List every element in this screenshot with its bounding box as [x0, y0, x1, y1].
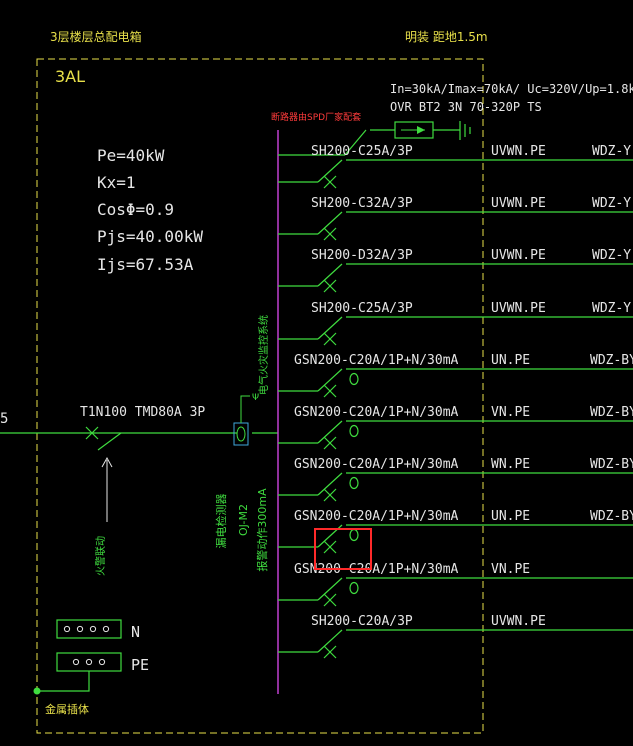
breaker-label: SH200-D32A/3P	[311, 248, 413, 263]
phase-label: VN.PE	[491, 405, 530, 420]
breaker-icon	[323, 645, 337, 659]
ct-signal-line	[240, 395, 250, 423]
breaker-label: GSN200-C20A/1P+N/30mA	[294, 562, 459, 577]
cable-label: WDZ-Y	[592, 248, 631, 263]
breaker-icon	[323, 279, 337, 293]
load-parameters: Pe=40kW Kx=1 CosΦ=0.9 Pjs=40.00kW Ijs=67…	[97, 146, 203, 274]
breaker-label: GSN200-C20A/1P+N/30mA	[294, 509, 459, 524]
selection-highlight[interactable]	[314, 528, 372, 570]
cable-label: WDZ-BY	[590, 405, 633, 420]
circuit-row: SH200-C25A/3P UVWN.PE WDZ-Y	[278, 144, 633, 189]
phase-label: UN.PE	[491, 509, 530, 524]
pe-terminal-label: PE	[131, 656, 149, 674]
n-terminal-label: N	[131, 623, 140, 641]
rcbo-breaker-icon	[323, 528, 359, 554]
param-kx: Kx=1	[97, 173, 136, 192]
monitor-model: OJ-M2	[237, 504, 250, 536]
circuit-row: SH200-C32A/3P UVWN.PE WDZ-Y	[278, 196, 633, 241]
param-pe: Pe=40kW	[97, 146, 165, 165]
phase-label: UVWN.PE	[491, 196, 546, 211]
feeder-number: 5	[0, 411, 8, 427]
phase-label: UN.PE	[491, 353, 530, 368]
metal-enclosure-label: 金属插体	[45, 702, 89, 716]
panel-name: 3层楼层总配电箱	[50, 29, 142, 44]
outgoing-circuits: SH200-C25A/3P UVWN.PE WDZ-Y SH200-C32A/3P UV…	[278, 144, 633, 659]
fire-trip-arrow-icon	[101, 456, 113, 468]
rcbo-breaker-icon	[323, 476, 359, 502]
phase-label: UVWN.PE	[491, 248, 546, 263]
breaker-label: SH200-C20A/3P	[311, 614, 413, 629]
param-cos: CosΦ=0.9	[97, 200, 174, 219]
breaker-label: GSN200-C20A/1P+N/30mA	[294, 405, 459, 420]
phase-label: UVWN.PE	[491, 301, 546, 316]
phase-label: VN.PE	[491, 562, 530, 577]
leak-setting-label: 报警动作300mA	[255, 488, 269, 572]
fire-trip-label: 火警联动	[94, 536, 107, 576]
leakage-ct-box	[233, 422, 249, 446]
leak-detector-label: 漏电检测器	[214, 494, 228, 549]
cable-label: WDZ-BY	[590, 353, 633, 368]
breaker-label: SH200-C25A/3P	[311, 144, 413, 159]
panel-boundary	[36, 58, 484, 734]
param-pjs: Pjs=40.00kW	[97, 227, 203, 246]
spd-note: 断路器由SPD厂家配套	[271, 111, 361, 123]
breaker-label: SH200-C32A/3P	[311, 196, 413, 211]
circuit-row: SH200-C25A/3P UVWN.PE WDZ-Y	[278, 301, 633, 346]
install-note: 明装 距地1.5m	[405, 30, 488, 44]
phase-label: UVWN.PE	[491, 144, 546, 159]
cable-label: WDZ-BY	[590, 509, 633, 524]
panel-id: 3AL	[55, 67, 85, 86]
circuit-row: SH200-C20A/3P UVWN.PE	[278, 614, 633, 659]
circuit-row: GSN200-C20A/1P+N/30mA WN.PE WDZ-BY	[278, 457, 633, 502]
cable-label: WDZ-Y	[592, 196, 631, 211]
circuit-row: GSN200-C20A/1P+N/30mA VN.PE	[278, 562, 633, 607]
breaker-label: SH200-C25A/3P	[311, 301, 413, 316]
rcbo-breaker-icon	[323, 424, 359, 450]
cable-label: WDZ-Y	[592, 301, 631, 316]
breaker-icon	[323, 332, 337, 346]
spd-spec-line2: OVR BT2 3N 70-320P TS	[390, 100, 542, 114]
spd-branch	[278, 121, 471, 156]
breaker-label: GSN200-C20A/1P+N/30mA	[294, 457, 459, 472]
leakage-ct-icon	[236, 426, 246, 442]
pe-terminal	[56, 652, 122, 672]
ground-node-icon	[33, 687, 41, 695]
ct-signal-glyph: Ψ	[252, 393, 259, 403]
circuit-row: GSN200-C20A/1P+N/30mA UN.PE WDZ-BY	[278, 509, 633, 554]
rcbo-breaker-icon	[323, 372, 359, 398]
cable-label: WDZ-BY	[590, 457, 633, 472]
param-ijs: Ijs=67.53A	[97, 255, 194, 274]
phase-label: UVWN.PE	[491, 614, 546, 629]
spd-spec-line1: In=30kA/Imax=70kA/ Uc=320V/Up=1.8kV	[390, 82, 633, 96]
fire-monitor-label: 电气火灾监控系统	[257, 315, 270, 395]
main-breaker-label: T1N100 TMD80A 3P	[80, 405, 205, 420]
rcbo-breaker-icon	[323, 581, 359, 607]
circuit-row: GSN200-C20A/1P+N/30mA VN.PE WDZ-BY	[278, 405, 633, 450]
breaker-icon	[323, 227, 337, 241]
main-breaker-symbol	[85, 426, 122, 451]
circuit-row: SH200-D32A/3P UVWN.PE WDZ-Y	[278, 248, 633, 293]
pe-ground-wire	[37, 671, 90, 692]
circuit-row: GSN200-C20A/1P+N/30mA UN.PE WDZ-BY	[278, 353, 633, 398]
phase-label: WN.PE	[491, 457, 530, 472]
n-terminal	[56, 619, 122, 639]
breaker-label: GSN200-C20A/1P+N/30mA	[294, 353, 459, 368]
breaker-icon	[323, 175, 337, 189]
cable-label: WDZ-Y	[592, 144, 631, 159]
